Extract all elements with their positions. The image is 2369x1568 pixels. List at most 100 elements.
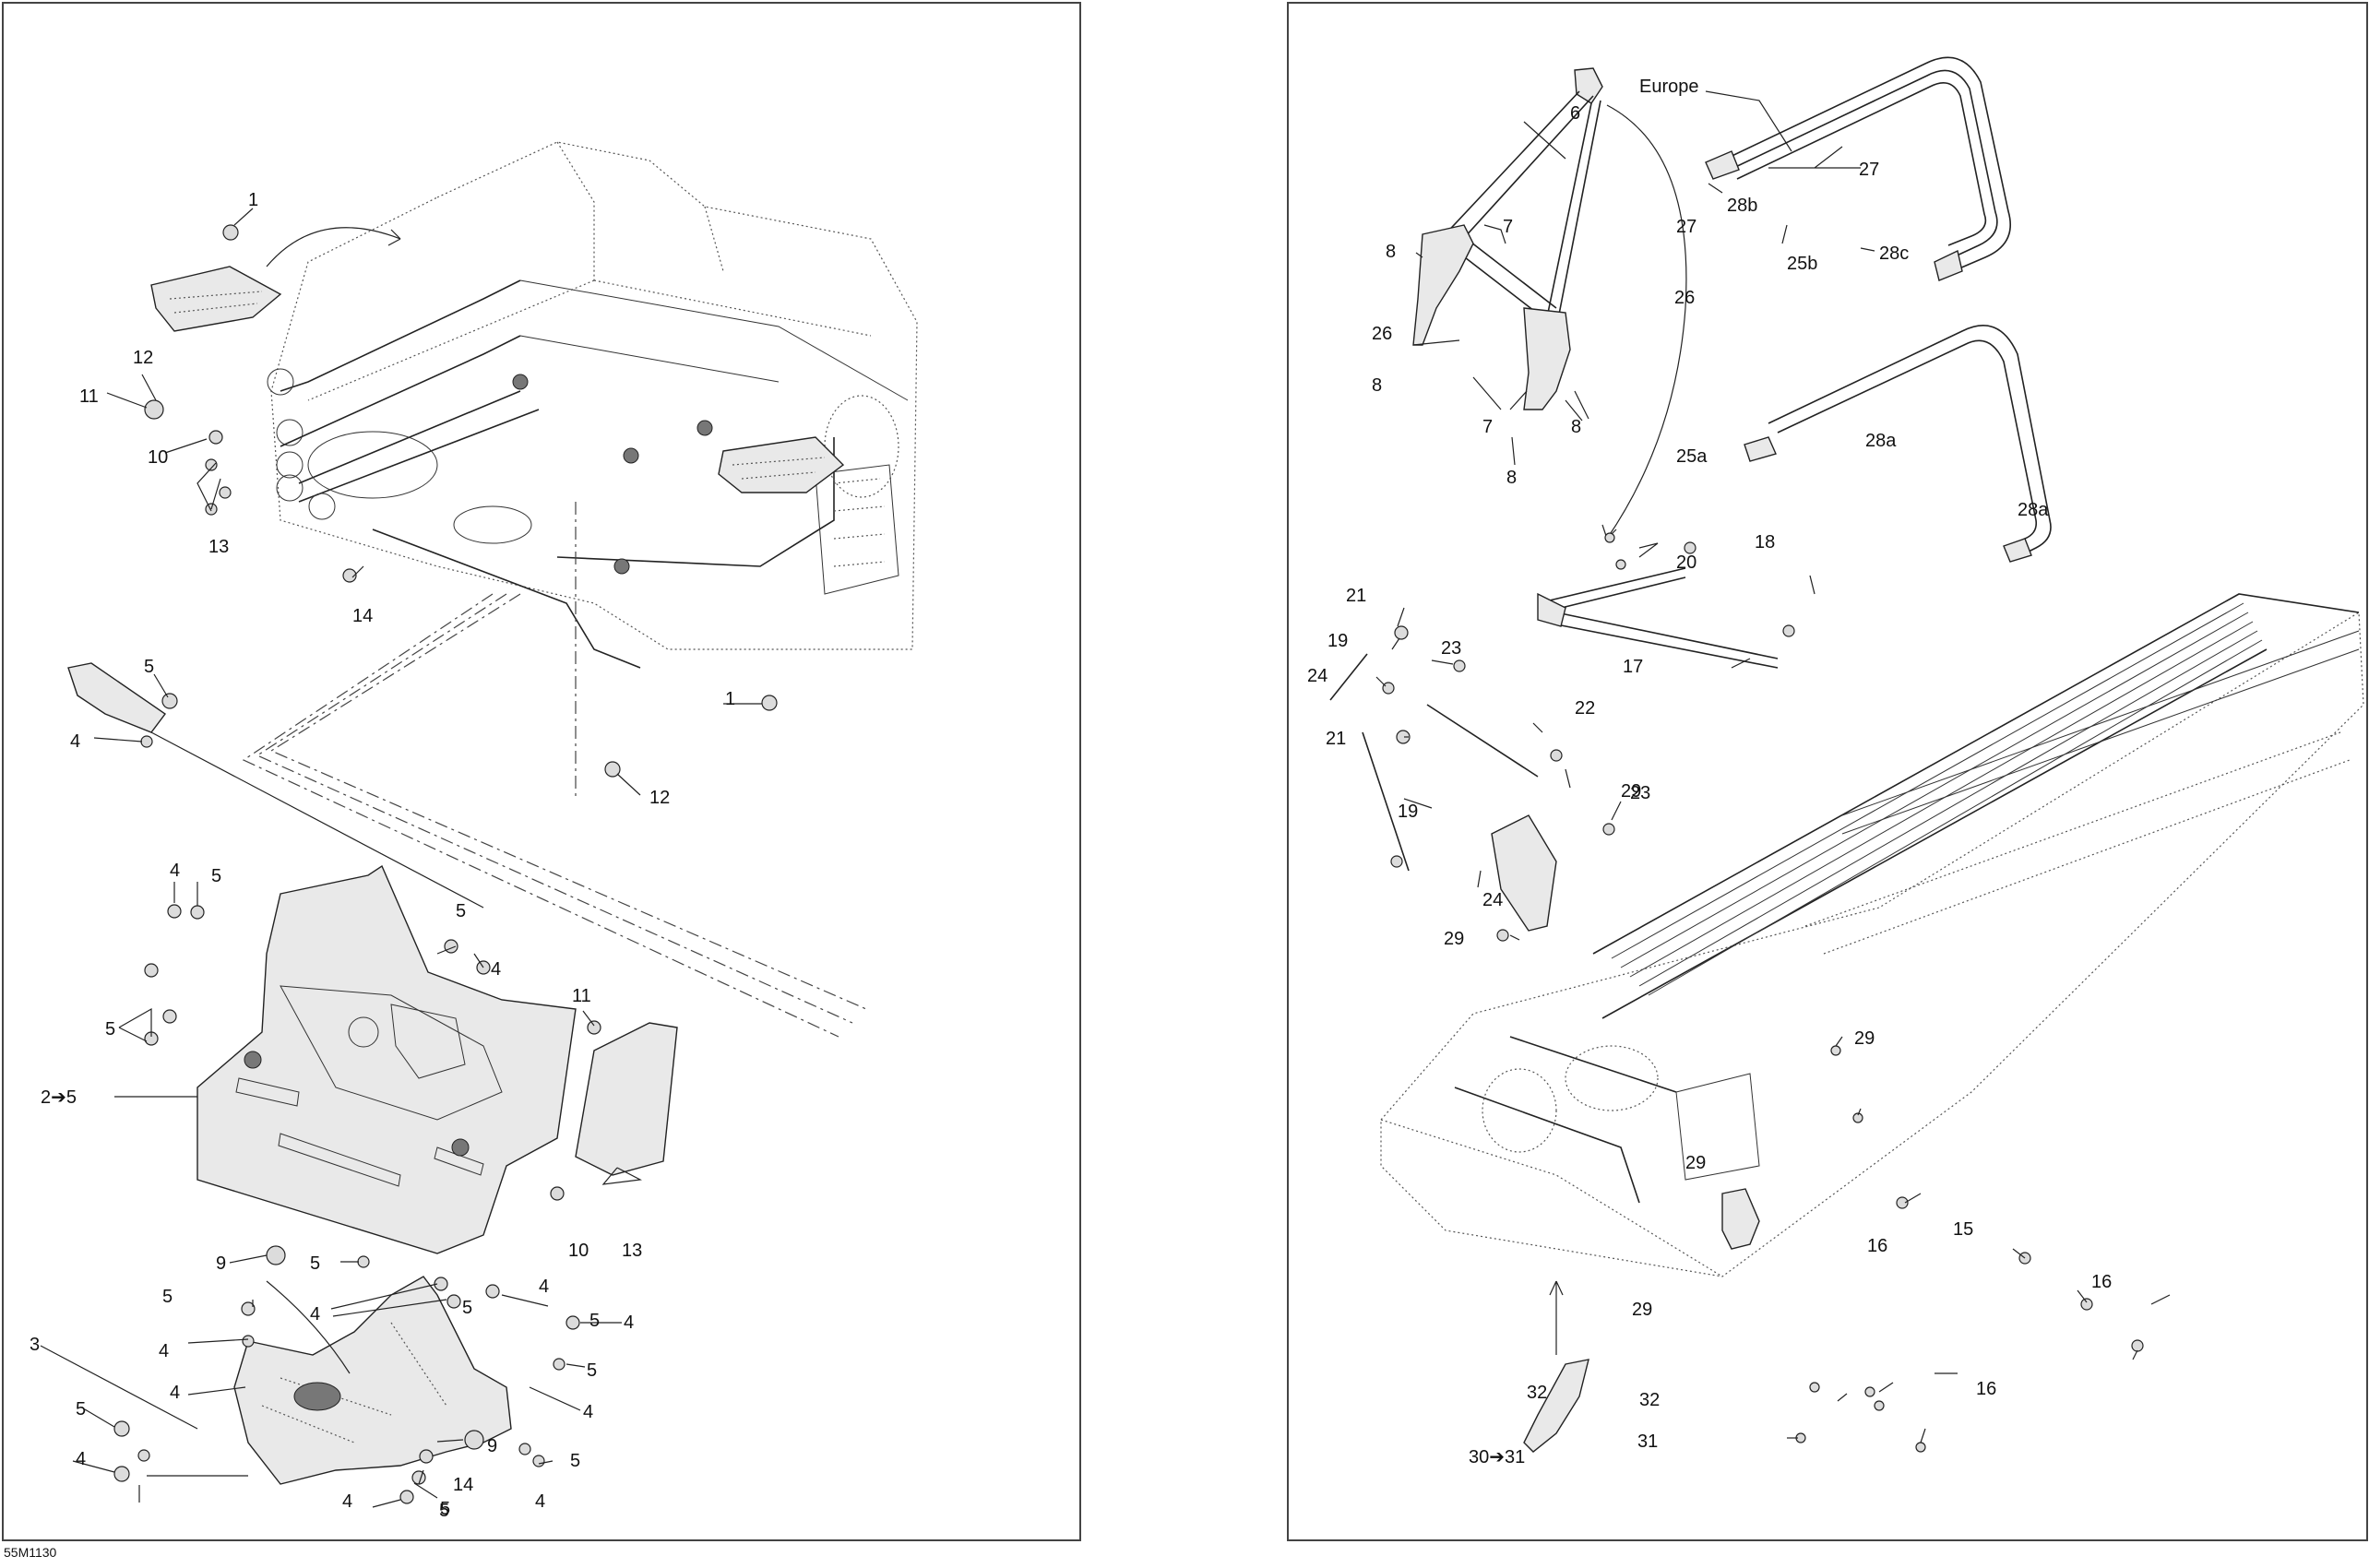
callout: 16 [2091, 1272, 2112, 1292]
callout: 5 [105, 1019, 115, 1039]
callout: 29 [1632, 1300, 1652, 1320]
callout-leaders-right [1375, 90, 2171, 1443]
callout: 14 [352, 606, 373, 626]
callout: 3 [30, 1335, 40, 1355]
callout: 11 [572, 986, 591, 1006]
footrest-plate-upper [150, 227, 401, 332]
callout: 8 [1506, 468, 1517, 488]
callout: 28a [2018, 500, 2049, 520]
callout: 5 [589, 1311, 600, 1331]
callout: 5 [440, 1499, 450, 1519]
callout: 29 [1854, 1028, 1875, 1049]
steering-support-plate [196, 864, 678, 1254]
callout: 23 [1630, 783, 1650, 803]
callout: 2➔5 [41, 1087, 77, 1108]
callout: 5 [439, 1501, 449, 1521]
callout: 24 [1307, 666, 1327, 686]
callout: 19 [1327, 631, 1348, 651]
callout: 1 [725, 689, 735, 709]
callout: 10 [148, 447, 168, 468]
rear-bumper-standard [1744, 325, 2052, 563]
callout: 25a [1676, 446, 1708, 467]
left-diagram-panel: 1 12 11 10 13 14 5 4 1 12 4 5 5 4 5 11 2… [2, 2, 1081, 1541]
callout: 13 [208, 537, 229, 557]
callout: 28b [1727, 196, 1757, 216]
callout: 12 [649, 788, 670, 808]
callout: 12 [133, 348, 153, 368]
right-exploded-view: 6 7 8 8 7 8 8 26 27 28b 27 25b 28c 26 28… [1307, 56, 2364, 1467]
callout: 21 [1346, 586, 1366, 606]
callout: 23 [1441, 638, 1461, 659]
footrest-plate-lower [718, 436, 845, 493]
callout: 5 [462, 1298, 472, 1318]
callout: 9 [487, 1436, 497, 1456]
callout: 4 [491, 959, 501, 980]
callout: 28a [1865, 431, 1897, 451]
callout: 5 [76, 1399, 86, 1420]
callout: 4 [70, 731, 80, 752]
callout: 5 [456, 901, 466, 921]
callout: 29 [1444, 929, 1464, 949]
callout: 8 [1372, 375, 1382, 396]
callout: 5 [162, 1287, 173, 1307]
callout: 31 [1637, 1431, 1658, 1452]
callout: 4 [342, 1491, 352, 1512]
support-bars [1329, 567, 1779, 932]
callout: 16 [1976, 1379, 1996, 1399]
callout: 8 [1386, 242, 1396, 262]
callout: 27 [1859, 160, 1879, 180]
callout-labels-left: 1 12 11 10 13 14 5 4 1 12 4 5 5 4 5 11 2… [30, 190, 735, 1521]
callout-labels-right: 6 7 8 8 7 8 8 26 27 28b 27 25b 28c 26 28… [1307, 77, 2112, 1467]
callout: 4 [170, 1383, 180, 1403]
region-label-europe: Europe [1639, 77, 1699, 97]
callout: 7 [1503, 217, 1513, 237]
callout: 29 [1621, 781, 1641, 802]
callout: 14 [453, 1475, 473, 1495]
callout: 4 [624, 1313, 634, 1333]
callout: 5 [570, 1451, 580, 1471]
callout: 32 [1527, 1383, 1547, 1403]
side-mount-bracket [1721, 1188, 1760, 1250]
callout: 4 [583, 1402, 593, 1422]
callout: 4 [159, 1341, 169, 1361]
callout: 1 [248, 190, 258, 210]
right-diagram-panel: 6 7 8 8 7 8 8 26 27 28b 27 25b 28c 26 28… [1287, 2, 2368, 1541]
callout: 32 [1639, 1390, 1660, 1410]
callout-leaders-left [40, 208, 762, 1508]
callout: 21 [1326, 729, 1346, 749]
callout: 4 [76, 1449, 86, 1469]
tripod-support-assembly [1412, 67, 1687, 540]
callout: 7 [1482, 417, 1493, 437]
callout: 5 [144, 657, 154, 677]
callout: 13 [622, 1241, 642, 1261]
steering-column-bracket [233, 1276, 512, 1485]
bumper-skid-plate [1523, 1280, 1589, 1453]
callout: 5 [587, 1360, 597, 1381]
assembly-guide-lines [150, 502, 867, 1038]
callout: 25b [1787, 254, 1817, 274]
callout: 4 [310, 1304, 320, 1324]
callout: 5 [310, 1253, 320, 1274]
callout: 6 [1570, 103, 1580, 124]
callout: 16 [1867, 1236, 1887, 1256]
tunnel-assembly [1380, 593, 2364, 1277]
fastener-set-left [113, 224, 778, 1504]
upper-chassis-frame [267, 141, 918, 669]
callout: 17 [1623, 657, 1643, 677]
callout: 30➔31 [1469, 1447, 1525, 1467]
callout: 19 [1398, 802, 1418, 822]
callout: 26 [1372, 324, 1392, 344]
reference-code: 55M1130 [4, 1545, 57, 1560]
fastener-set-right [1382, 532, 2144, 1453]
callout: 8 [1571, 417, 1581, 437]
callout: 24 [1482, 890, 1503, 910]
left-exploded-view: 1 12 11 10 13 14 5 4 1 12 4 5 5 4 5 11 2… [30, 141, 918, 1521]
callout: 22 [1575, 698, 1595, 719]
callout: 4 [170, 861, 180, 881]
rear-bumper-europe [1705, 56, 2012, 281]
callout: 10 [568, 1241, 589, 1261]
callout: 4 [539, 1277, 549, 1297]
callout: 28c [1879, 244, 1909, 264]
callout: 4 [535, 1491, 545, 1512]
callout: 5 [211, 866, 221, 886]
